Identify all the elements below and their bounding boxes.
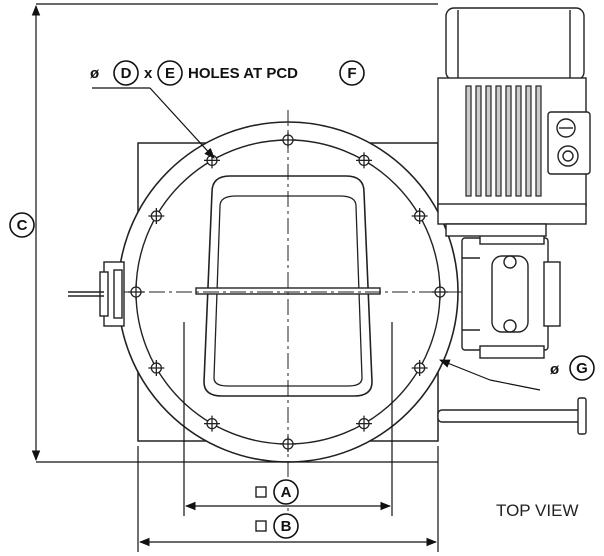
callout-f-label: F [347,65,356,82]
times-symbol: x [144,65,153,82]
dia-symbol-d: ø [90,65,100,82]
dia-symbol-g: ø [550,361,560,378]
dimension-c [31,3,438,463]
cooling-fin [515,85,522,197]
drive-motor [437,7,587,237]
cooling-fin [495,85,502,197]
handle-pipe [437,397,587,435]
callout-e-label: E [165,65,175,82]
view-title: TOP VIEW [496,501,579,520]
dimension-a [183,322,393,516]
callout-c-circle [9,212,35,238]
dimension-b [137,446,439,552]
callout-d-label: D [121,65,132,82]
rotor-outline [203,175,373,397]
callout-d-circle [113,60,139,86]
callout-g-label: G [576,360,588,377]
callout-a-label: A [281,484,292,501]
cooling-fin [535,85,542,197]
diameter-g-leader [438,359,541,391]
callout-b-circle [273,513,299,539]
cooling-fin [465,85,472,197]
left-bearing [68,261,125,327]
cooling-fin [525,85,532,197]
holes-at-pcd-text: HOLES AT PCD [188,65,298,82]
square-symbol-b [255,520,267,532]
callout-e-circle [157,60,183,86]
callout-f-circle [339,60,365,86]
callout-g-circle [569,355,595,381]
gearbox [461,229,561,359]
square-symbol-a [255,486,267,498]
cooling-fin [475,85,482,197]
cooling-fin [485,85,492,197]
holes-leader [92,87,215,159]
callout-c-label: C [17,217,28,234]
callout-a-circle [273,479,299,505]
terminal-box [547,111,591,175]
rotor-inner [213,195,363,387]
cooling-fin [505,85,512,197]
motor-cooling-fins [465,85,542,197]
callout-b-label: B [281,518,292,535]
